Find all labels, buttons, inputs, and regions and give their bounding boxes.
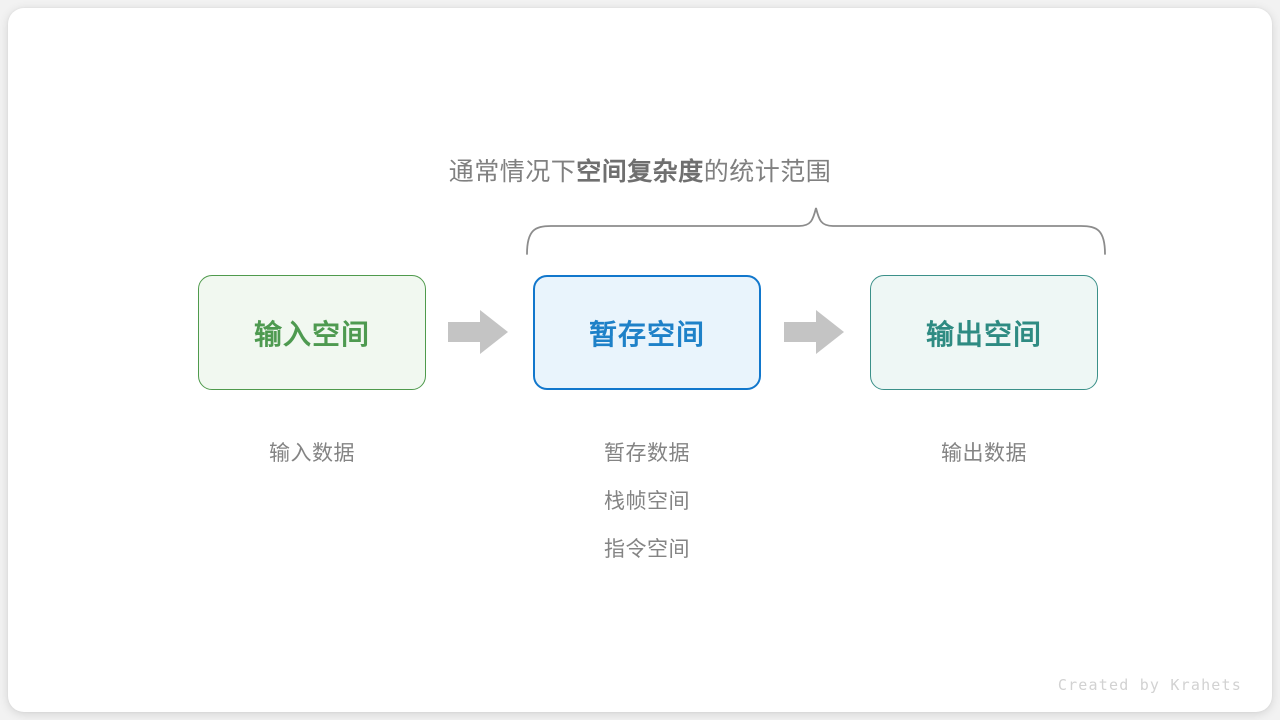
sub-label: 指令空间 [604,538,690,561]
flow-arrow-icon-2 [784,308,846,356]
sub-labels-temp: 暂存数据 栈帧空间 指令空间 [533,430,761,574]
caption-suffix: 的统计范围 [703,158,832,186]
stage-box-input[interactable]: 输入空间 [198,275,426,390]
sub-labels-output: 输出数据 [870,430,1098,478]
stage-box-temp[interactable]: 暂存空间 [533,275,761,390]
diagram-card: 通常情况下空间复杂度的统计范围 输入空间 暂存空间 输出空间 输入数据 暂存数据… [8,8,1272,712]
sub-labels-input: 输入数据 [198,430,426,478]
sub-label: 栈帧空间 [604,490,690,513]
caption-prefix: 通常情况下 [448,158,577,186]
stage-box-output-label: 输出空间 [925,318,1042,350]
stage-box-temp-label: 暂存空间 [588,318,705,350]
flow-arrow-icon-1 [448,308,510,356]
sub-label: 输出数据 [941,442,1027,465]
caption-emphasis: 空间复杂度 [576,158,704,186]
watermark: Created by Krahets [1057,676,1242,694]
stage-box-output[interactable]: 输出空间 [870,275,1098,390]
sub-label: 输入数据 [269,442,355,465]
stage-box-input-label: 输入空间 [253,318,370,350]
brace-caption: 通常情况下空间复杂度的统计范围 [8,152,1272,188]
sub-label: 暂存数据 [604,442,690,465]
curly-brace [525,204,1107,256]
